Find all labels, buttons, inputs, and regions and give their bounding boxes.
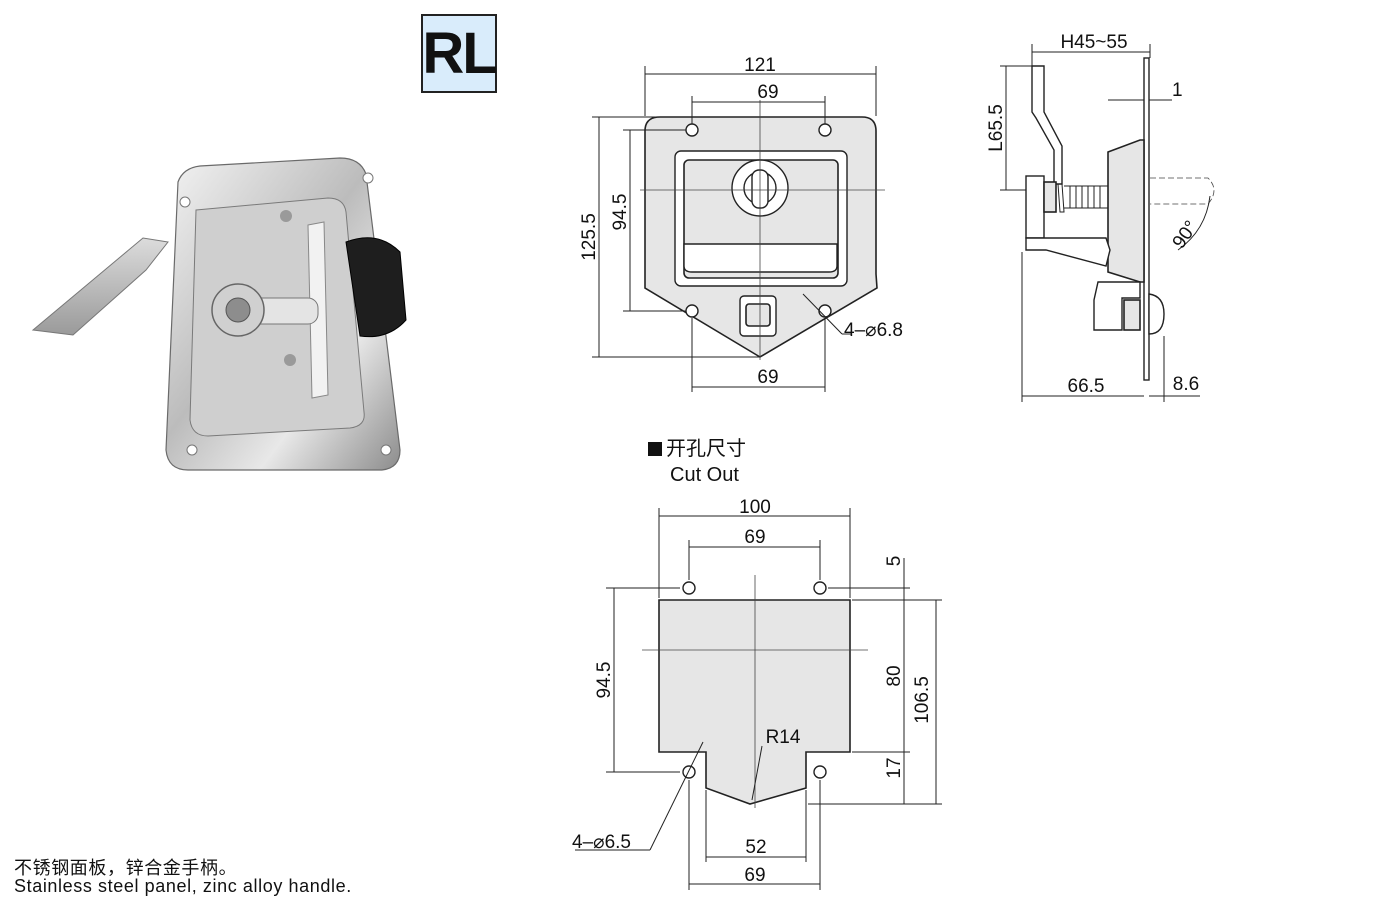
dim-front-holes-height: 94.5 — [610, 194, 631, 231]
dim-front-holes-bottom: 69 — [757, 367, 778, 388]
cutout-title: 开孔尺寸 Cut Out — [648, 436, 746, 488]
model-badge: RL — [421, 14, 498, 93]
dim-cut-holes-height: 94.5 — [594, 662, 615, 699]
side-view: 90° H45~55 L65.5 1 66.5 8.6 — [986, 32, 1215, 402]
front-view: 121 69 69 125.5 94.5 4–⌀6.8 — [579, 55, 903, 392]
black-square-icon — [648, 442, 662, 456]
dim-cut-notch-width: 52 — [745, 837, 766, 858]
dim-side-grip: H45~55 — [1060, 32, 1127, 53]
cutout-view: 100 69 94.5 5 80 17 106.5 R14 52 — [572, 497, 942, 890]
dim-front-holes: 4–⌀6.8 — [844, 320, 903, 341]
dim-cut-holes: 4–⌀6.5 — [572, 832, 631, 853]
dim-cut-bottom-offset: 17 — [884, 757, 905, 778]
dim-front-holes-top: 69 — [757, 82, 778, 103]
dim-cut-width: 100 — [739, 497, 771, 518]
dim-cut-total-height: 106.5 — [912, 676, 933, 724]
product-photo — [31, 157, 407, 471]
dim-side-depth: 66.5 — [1068, 376, 1105, 397]
dim-cut-radius: R14 — [766, 727, 801, 748]
dim-front-height: 125.5 — [579, 213, 600, 261]
dim-side-thickness: 1 — [1172, 80, 1183, 101]
dim-front-width: 121 — [744, 55, 776, 76]
dim-side-rotation: 90° — [1169, 217, 1203, 253]
dim-cut-holes-bottom: 69 — [744, 865, 765, 886]
dim-cut-top-offset: 5 — [884, 556, 905, 567]
dim-cut-holes-top: 69 — [744, 527, 765, 548]
dim-side-flange: 8.6 — [1173, 374, 1199, 395]
dim-side-length: L65.5 — [986, 104, 1007, 152]
caption-en: Stainless steel panel, zinc alloy handle… — [14, 876, 352, 896]
dim-cut-rect-height: 80 — [884, 665, 905, 686]
caption-zh: 不锈钢面板，锌合金手柄。 — [14, 858, 238, 878]
